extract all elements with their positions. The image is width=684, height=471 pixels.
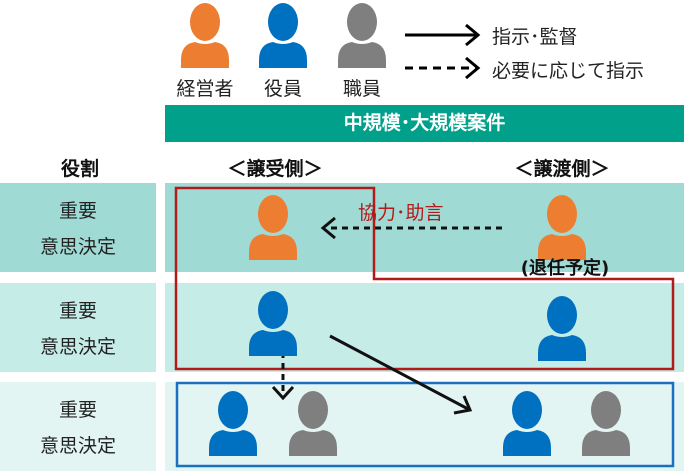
advice-dashed-arrow [320,216,502,240]
executive-officer-group-outline [174,186,675,371]
seller-staff-icon [578,390,634,456]
legend-executive-label: 経営者 [176,78,234,100]
role-column-header: 役割 [60,158,99,180]
row-3-label: 重要意思決定 [39,399,116,457]
acquirer-executive-icon [245,194,301,260]
row-1-label-cell [0,183,156,272]
supervise-solid-arrow [329,334,473,415]
seller-executive-icon [534,194,590,260]
cooperation-advice-label: 協力･助言 [358,202,444,224]
instruct-dashed-arrow [271,352,295,401]
acquirer-column-header: ＜譲受側＞ [227,158,323,180]
seller-officer-staff-icon [499,390,555,456]
legend-officer-label: 役員 [263,78,302,100]
row-1-label: 重要意思決定 [39,200,116,258]
staff-group-outline [175,381,675,468]
row-3-label-cell [0,382,156,471]
acquirer-officer-icon [245,290,301,356]
seller-officer-icon [534,295,590,361]
case-size-header: 中規模･大規模案件 [165,105,684,142]
solid-arrow-icon [405,23,481,47]
row-2-label: 重要意思決定 [39,300,116,358]
row-2-content-cell [165,283,684,372]
legend-dashed-label: 必要に応じて指示 [492,60,645,82]
retiring-label: (退任予定) [520,258,610,279]
row-2-label-cell [0,283,156,372]
legend-staff-label: 職員 [342,78,381,100]
acquirer-staff-icon [285,390,341,456]
legend-solid-label: 指示･監督 [492,26,578,48]
dashed-arrow-icon [405,56,481,80]
legend-arrows [405,23,481,80]
seller-column-header: ＜譲渡側＞ [514,158,610,180]
acquirer-officer-staff-icon [205,390,261,456]
